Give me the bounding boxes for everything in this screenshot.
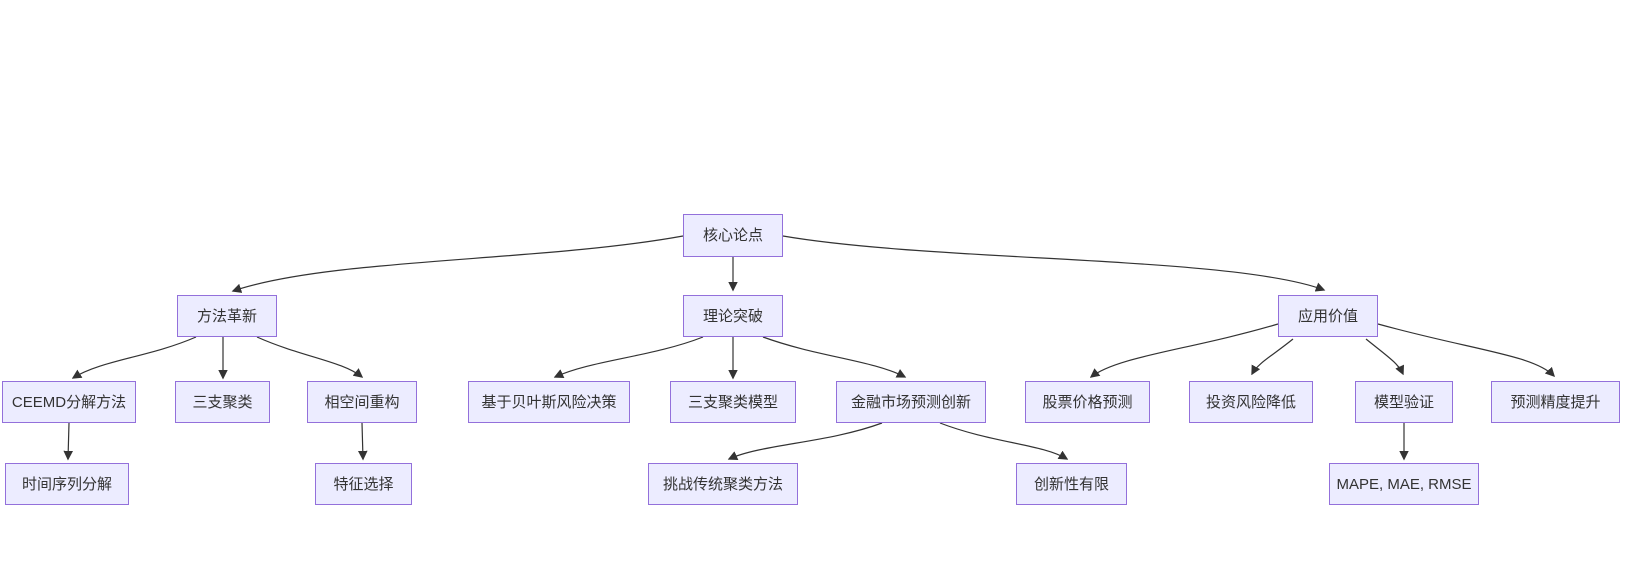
edge-fininnovation-to-challenge xyxy=(727,422,883,460)
node-feature-selection: 特征选择 xyxy=(315,463,412,505)
node-bayesian-risk-decision: 基于贝叶斯风险决策 xyxy=(468,381,630,423)
edge-application-to-precision xyxy=(1377,323,1555,378)
node-financial-forecast-innovation: 金融市场预测创新 xyxy=(836,381,986,423)
node-limited-novelty: 创新性有限 xyxy=(1016,463,1127,505)
edge-application-to-stock xyxy=(1089,323,1279,378)
node-stock-price-prediction: 股票价格预测 xyxy=(1025,381,1150,423)
node-ceemd-decomposition: CEEMD分解方法 xyxy=(2,381,136,423)
node-model-validation: 模型验证 xyxy=(1355,381,1453,423)
edge-application-to-risk xyxy=(1251,338,1294,376)
node-forecast-accuracy-improvement: 预测精度提升 xyxy=(1491,381,1620,423)
edge-method-to-phasespace xyxy=(256,336,364,378)
node-core-thesis: 核心论点 xyxy=(683,214,783,257)
node-theory-breakthrough: 理论突破 xyxy=(683,295,783,337)
edge-theory-to-bayes xyxy=(553,336,704,378)
node-method-innovation: 方法革新 xyxy=(177,295,277,337)
edge-phasespace-to-feature xyxy=(357,422,368,461)
node-time-series-decomposition: 时间序列分解 xyxy=(5,463,129,505)
node-three-way-clustering-model: 三支聚类模型 xyxy=(670,381,796,423)
node-evaluation-metrics: MAPE, MAE, RMSE xyxy=(1329,463,1479,505)
node-phase-space-reconstruction: 相空间重构 xyxy=(307,381,417,423)
edge-core-to-application xyxy=(782,235,1326,292)
node-application-value: 应用价值 xyxy=(1278,295,1378,337)
edge-application-to-validation xyxy=(1365,338,1404,376)
node-three-way-clustering: 三支聚类 xyxy=(175,381,270,423)
edge-ceemd-to-tsdecomp xyxy=(63,422,74,461)
edge-core-to-method xyxy=(231,235,684,293)
node-investment-risk-reduction: 投资风险降低 xyxy=(1189,381,1313,423)
edge-theory-to-fininnovation xyxy=(762,336,907,378)
node-challenge-traditional-clustering: 挑战传统聚类方法 xyxy=(648,463,798,505)
edge-fininnovation-to-limited xyxy=(939,422,1069,460)
edge-method-to-ceemd xyxy=(71,336,197,379)
